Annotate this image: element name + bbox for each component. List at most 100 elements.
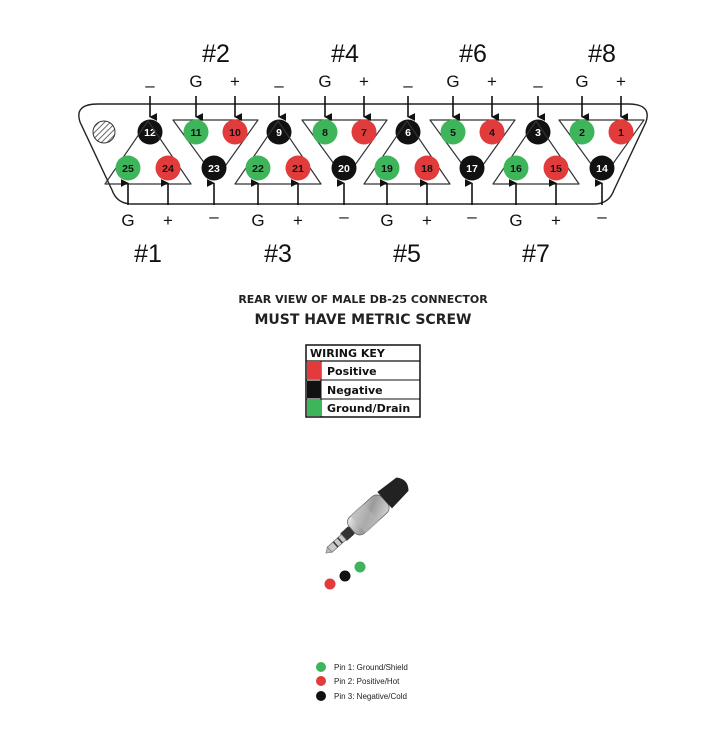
- positive-mark: +: [163, 211, 173, 230]
- group-label-2: #2: [202, 40, 230, 68]
- pin-3-label: 3: [535, 127, 541, 139]
- pin-8-label: 8: [322, 127, 328, 139]
- pin-16: [503, 155, 529, 181]
- pin-3: [525, 119, 551, 145]
- wiring-key-ground: Ground/Drain: [327, 402, 410, 415]
- pin-18-label: 18: [421, 163, 433, 175]
- ground-mark: G: [575, 72, 588, 91]
- ground-mark: G: [121, 211, 134, 230]
- pin-4-label: 4: [489, 127, 495, 139]
- pin-10: [222, 119, 248, 145]
- group-label-8: #8: [588, 40, 616, 68]
- pin-19: [374, 155, 400, 181]
- negative-mark: –: [274, 76, 284, 95]
- pin-5: [440, 119, 466, 145]
- pin-triangle: [363, 120, 451, 185]
- pin-triangle: [429, 119, 516, 180]
- pin-22-label: 22: [252, 163, 264, 175]
- pin-6: [395, 119, 421, 145]
- trs-plug-image: [324, 477, 409, 590]
- legend-pin3: Pin 3: Negative/Cold: [334, 692, 407, 701]
- legend-dot-negative: [316, 691, 326, 701]
- pin-24-label: 24: [162, 163, 174, 175]
- group-label-6: #6: [459, 40, 487, 68]
- positive-mark: +: [551, 211, 561, 230]
- pin-21-label: 21: [292, 163, 304, 175]
- connector-caption: REAR VIEW OF MALE DB-25 CONNECTOR: [238, 293, 488, 306]
- pin-1: [608, 119, 634, 145]
- ground-swatch: [307, 400, 321, 416]
- screw-hole: [92, 120, 116, 144]
- pin-2-label: 2: [579, 127, 585, 139]
- positive-mark: +: [616, 72, 626, 91]
- wiring-key-title: WIRING KEY: [310, 347, 386, 360]
- pin-triangle: [558, 119, 645, 180]
- negative-mark: –: [597, 207, 607, 226]
- pin-24: [155, 155, 181, 181]
- ground-mark: G: [318, 72, 331, 91]
- pin-10-label: 10: [229, 127, 241, 139]
- negative-mark: –: [209, 207, 219, 226]
- plug-red-dot: [324, 578, 336, 590]
- pin-25-label: 25: [122, 163, 134, 175]
- pin-9-label: 9: [276, 127, 282, 139]
- ground-mark: G: [446, 72, 459, 91]
- pin-20-label: 20: [338, 163, 350, 175]
- pin-21: [285, 155, 311, 181]
- pin-2: [569, 119, 595, 145]
- negative-mark: –: [467, 207, 477, 226]
- pin-23-label: 23: [208, 163, 220, 175]
- pin-22: [245, 155, 271, 181]
- pin-8: [312, 119, 338, 145]
- positive-mark: +: [487, 72, 497, 91]
- group-label-7: #7: [522, 240, 550, 268]
- negative-mark: –: [145, 76, 155, 95]
- pin-14: [589, 155, 615, 181]
- positive-mark: +: [359, 72, 369, 91]
- legend-dot-ground: [316, 662, 326, 672]
- pin-triangle: [234, 120, 322, 185]
- negative-mark: –: [533, 76, 543, 95]
- pin-15-label: 15: [550, 163, 562, 175]
- pin-triangle: [172, 119, 259, 180]
- pin-17-label: 17: [466, 163, 478, 175]
- pin-11-label: 11: [190, 127, 201, 139]
- pin-7-label: 7: [361, 127, 367, 139]
- ground-mark: G: [251, 211, 264, 230]
- pin-triangle: [301, 119, 388, 180]
- pin-23: [201, 155, 227, 181]
- group-label-1: #1: [134, 240, 162, 268]
- positive-swatch: [307, 362, 321, 379]
- legend-pin1: Pin 1: Ground/Shield: [334, 663, 408, 672]
- plug-black-dot: [339, 570, 351, 582]
- ground-mark: G: [380, 211, 393, 230]
- screw-note: MUST HAVE METRIC SCREW: [254, 312, 471, 328]
- wiring-key-negative: Negative: [327, 384, 383, 397]
- group-label-4: #4: [331, 40, 359, 68]
- group-label-5: #5: [393, 240, 421, 268]
- pin-25: [115, 155, 141, 181]
- negative-swatch: [307, 381, 321, 398]
- wiring-key-positive: Positive: [327, 365, 377, 378]
- ground-mark: G: [509, 211, 522, 230]
- pin-11: [183, 119, 209, 145]
- pin-16-label: 16: [510, 163, 522, 175]
- ground-mark: G: [189, 72, 202, 91]
- pin-triangle: [492, 120, 580, 185]
- positive-mark: +: [422, 211, 432, 230]
- pin-1-label: 1: [618, 127, 624, 139]
- legend-pin2: Pin 2: Positive/Hot: [334, 677, 400, 686]
- wiring-key: WIRING KEY Positive Negative Ground/Drai…: [305, 344, 421, 418]
- pin-19-label: 19: [381, 163, 393, 175]
- positive-mark: +: [230, 72, 240, 91]
- group-label-3: #3: [264, 240, 292, 268]
- pin-6-label: 6: [405, 127, 411, 139]
- negative-mark: –: [403, 76, 413, 95]
- pin-20: [331, 155, 357, 181]
- pin-17: [459, 155, 485, 181]
- pin-9: [266, 119, 292, 145]
- legend-dot-positive: [316, 676, 326, 686]
- pin-14-label: 14: [596, 163, 608, 175]
